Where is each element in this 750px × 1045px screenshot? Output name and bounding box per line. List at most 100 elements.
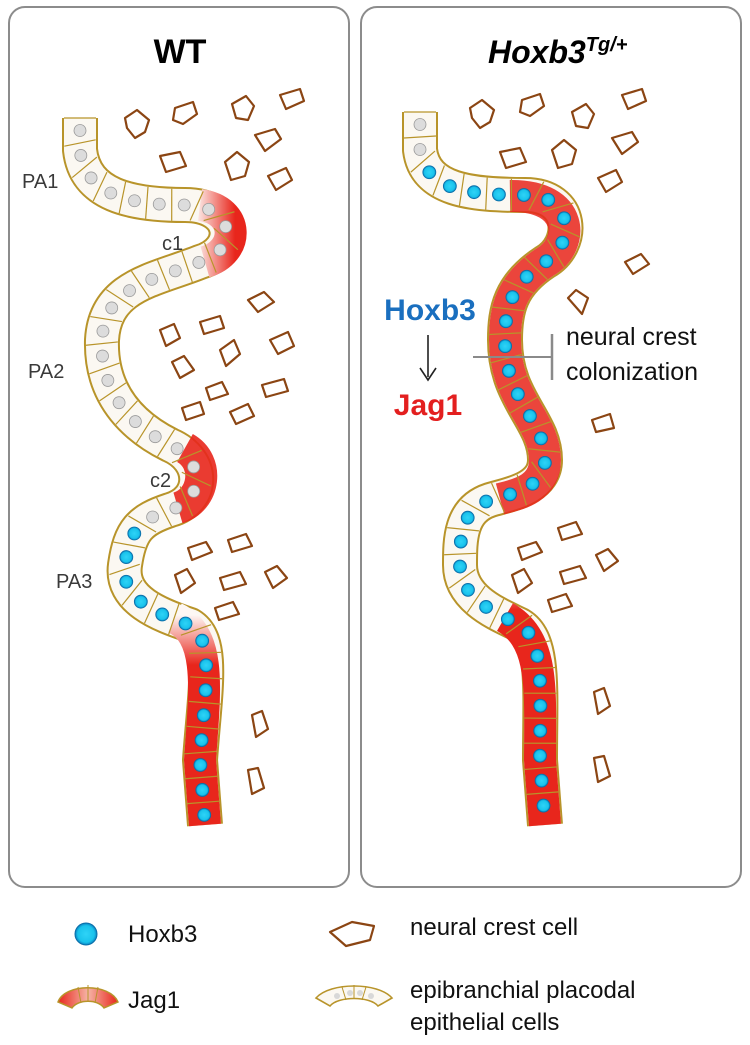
- panel-tg-title-main: Hoxb3: [488, 34, 586, 70]
- cell-divider: [503, 279, 534, 294]
- hoxb3-nucleus: [502, 363, 516, 378]
- hoxb3-nucleus: [517, 188, 531, 202]
- legend-epithelial-label-1: epibranchial placodal: [410, 977, 636, 1004]
- cell-divider: [64, 139, 96, 147]
- pathway-hoxb3: Hoxb3: [384, 294, 476, 327]
- cell-nucleus: [213, 243, 227, 257]
- hoxb3-nucleus: [537, 456, 552, 470]
- hoxb3-nucleus: [534, 431, 548, 446]
- neural-crest-cell: [468, 98, 496, 130]
- hoxb3-nucleus: [521, 625, 536, 640]
- cell-divider: [188, 700, 221, 705]
- hoxb3-nucleus: [533, 748, 547, 763]
- cell-nucleus: [96, 349, 109, 363]
- panel-tg-title: Hoxb3Tg/+: [488, 34, 628, 70]
- cell-divider: [190, 676, 223, 680]
- cell-nucleus: [73, 124, 87, 137]
- hoxb3-nucleus: [453, 534, 468, 549]
- cell-divider: [466, 585, 486, 613]
- neural-crest-cell: [218, 570, 248, 592]
- cell-divider: [184, 750, 217, 755]
- cell-divider: [524, 766, 557, 771]
- wt-jag1-c2: [171, 434, 218, 524]
- cell-divider: [186, 725, 219, 730]
- cell-nucleus: [74, 149, 88, 162]
- pathway-jag1: Jag1: [394, 389, 462, 422]
- cell-divider: [518, 640, 550, 648]
- hoxb3-nucleus: [536, 798, 551, 813]
- cell-divider: [458, 173, 465, 206]
- cell-divider: [528, 448, 561, 453]
- neural-crest-cell: [218, 338, 242, 368]
- neural-crest-cell: [566, 288, 590, 316]
- cell-divider: [526, 791, 559, 795]
- neural-crest-cell: [518, 92, 546, 118]
- cell-divider: [135, 415, 154, 444]
- cell-divider: [180, 624, 212, 636]
- hoxb3-nucleus: [533, 698, 548, 713]
- cell-divider: [157, 429, 176, 457]
- hoxb3-nucleus: [500, 612, 515, 627]
- neural-crest-cell: [246, 766, 266, 796]
- neural-crest-cell: [226, 532, 254, 554]
- cell-nucleus: [202, 202, 216, 216]
- hoxb3-nucleus: [523, 409, 537, 423]
- panel-wt: WT PA1 c1 PA2 c2 PA3: [8, 6, 350, 888]
- cell-divider: [115, 400, 138, 425]
- cell-divider: [520, 421, 552, 433]
- neural-crest-cell: [186, 540, 214, 562]
- cell-divider: [181, 471, 211, 487]
- cell-nucleus: [123, 284, 136, 298]
- label-pa1: PA1: [22, 171, 58, 193]
- tg-neural-crest-cells: [468, 87, 651, 784]
- cell-divider: [130, 270, 150, 299]
- cell-divider: [143, 593, 159, 624]
- hoxb3-nucleus: [461, 582, 475, 597]
- cell-divider: [509, 396, 538, 414]
- cell-nucleus: [152, 197, 166, 211]
- cell-divider: [181, 251, 193, 283]
- neural-crest-cell: [228, 402, 256, 426]
- neural-crest-cell: [556, 520, 584, 542]
- cell-divider: [189, 191, 204, 221]
- legend-neural-crest-label: neural crest cell: [410, 914, 578, 941]
- hoxb3-nucleus: [193, 758, 208, 772]
- cell-divider: [203, 211, 235, 222]
- cell-nucleus: [101, 374, 115, 387]
- label-c1: c1: [162, 233, 183, 255]
- hoxb3-nucleus: [479, 494, 494, 509]
- cell-nucleus: [148, 430, 162, 444]
- hoxb3-nucleus: [442, 179, 457, 193]
- panel-hoxb3-tg: Hoxb3Tg/+: [360, 6, 742, 888]
- hoxb3-nucleus: [510, 387, 525, 402]
- cell-nucleus: [146, 510, 160, 524]
- cell-divider: [447, 527, 480, 532]
- neural-crest-cell: [510, 567, 534, 595]
- hoxb3-nucleus: [519, 269, 534, 284]
- cell-nucleus: [104, 186, 118, 200]
- cell-nucleus: [187, 484, 201, 498]
- neural-crest-cell: [620, 87, 648, 111]
- legend-epithelial-label-2: epithelial cells: [410, 1009, 559, 1036]
- panel-wt-title: WT: [154, 33, 207, 71]
- hoxb3-nucleus: [555, 235, 570, 250]
- cell-divider: [531, 461, 551, 488]
- hoxb3-nucleus: [194, 733, 209, 748]
- cell-divider: [171, 449, 202, 464]
- cell-divider: [179, 486, 194, 517]
- hoxb3-nucleus: [533, 723, 548, 738]
- cell-nucleus: [112, 396, 126, 410]
- cell-divider: [92, 171, 108, 202]
- wt-neural-crest-cells: [123, 87, 306, 796]
- hoxb3-nucleus: [492, 187, 506, 202]
- tg-cells: [403, 111, 581, 813]
- neural-crest-cell: [594, 547, 620, 573]
- pathway-arrow-head: [419, 367, 437, 382]
- hoxb3-nucleus: [119, 574, 134, 589]
- cell-divider: [185, 775, 218, 780]
- hoxb3-nucleus: [195, 783, 210, 797]
- cell-divider: [528, 181, 545, 211]
- hoxb3-nucleus: [196, 708, 211, 723]
- cell-nucleus: [105, 301, 119, 315]
- neural-crest-cell: [213, 600, 241, 622]
